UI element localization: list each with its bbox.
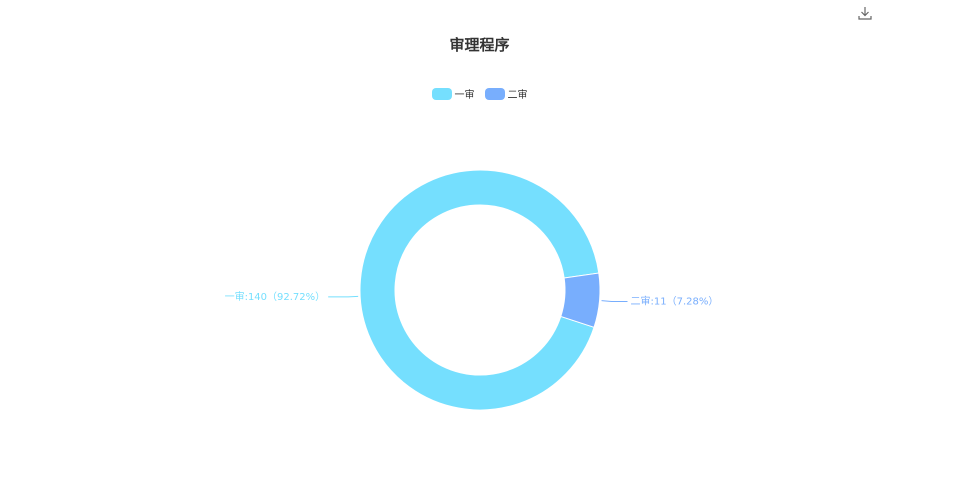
data-label-yishen: 一审:140（92.72%） [225, 290, 326, 303]
legend-swatch-yishen [431, 87, 452, 100]
legend: 一审 二审 [0, 86, 959, 101]
download-icon [858, 7, 872, 20]
legend-item-yishen[interactable]: 一审 [431, 86, 475, 101]
label-line-yishen [328, 295, 359, 298]
legend-label-yishen: 一审 [454, 90, 475, 101]
download-button[interactable] [857, 5, 873, 21]
label-line-ershen [601, 300, 628, 303]
donut-slice-yishen[interactable] [359, 169, 600, 411]
legend-swatch-ershen [484, 87, 505, 100]
legend-label-ershen: 二审 [507, 90, 528, 101]
donut-slice-ershen[interactable] [560, 272, 601, 328]
chart-title: 审理程序 [449, 36, 510, 54]
data-label-ershen: 二审:11（7.28%） [630, 295, 718, 308]
legend-item-ershen[interactable]: 二审 [484, 86, 528, 101]
